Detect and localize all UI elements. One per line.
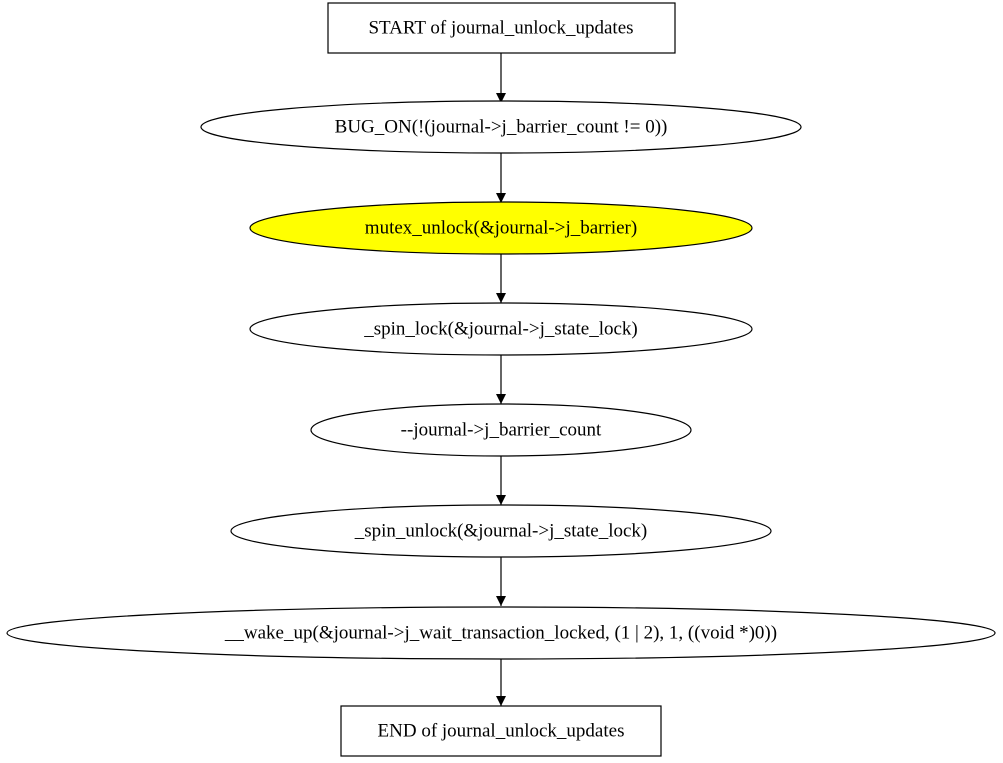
start-label: START of journal_unlock_updates (368, 18, 633, 39)
node-spin-unlock: _spin_unlock(&journal->j_state_lock) (230, 504, 772, 558)
node-bug-on: BUG_ON(!(journal->j_barrier_count != 0)) (200, 100, 802, 154)
bug-on-label: BUG_ON(!(journal->j_barrier_count != 0)) (335, 117, 668, 138)
mutex-unlock-ellipse (249, 201, 753, 255)
wake-up-label: __wake_up(&journal->j_wait_transaction_l… (224, 623, 777, 644)
node-end: END of journal_unlock_updates (340, 705, 662, 757)
node-wake-up: __wake_up(&journal->j_wait_transaction_l… (6, 606, 996, 660)
spin-unlock-ellipse (230, 504, 772, 558)
end-label: END of journal_unlock_updates (378, 721, 625, 742)
mutex-unlock-label: mutex_unlock(&journal->j_barrier) (365, 218, 637, 239)
end-box (340, 705, 662, 757)
decrement-ellipse (310, 403, 692, 457)
decrement-label: --journal->j_barrier_count (401, 420, 602, 441)
spin-lock-label: _spin_lock(&journal->j_state_lock) (363, 319, 638, 340)
bug-on-ellipse (200, 100, 802, 154)
node-decrement: --journal->j_barrier_count (310, 403, 692, 457)
start-box (327, 2, 676, 54)
node-mutex-unlock: mutex_unlock(&journal->j_barrier) (249, 201, 753, 255)
node-start: START of journal_unlock_updates (327, 2, 676, 54)
node-spin-lock: _spin_lock(&journal->j_state_lock) (249, 302, 753, 356)
wake-up-ellipse (6, 606, 996, 660)
spin-lock-ellipse (249, 302, 753, 356)
spin-unlock-label: _spin_unlock(&journal->j_state_lock) (354, 521, 648, 542)
